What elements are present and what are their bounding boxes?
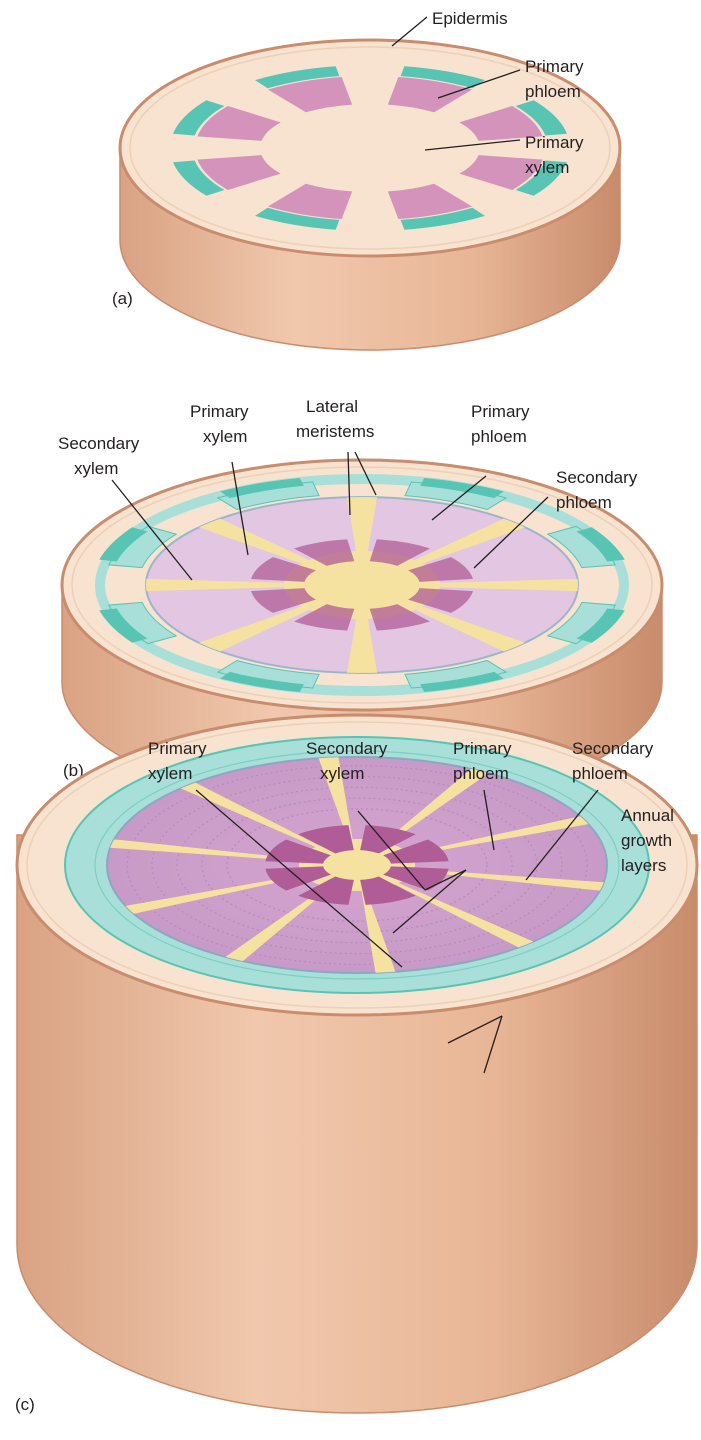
label-primary-phloem-a2: phloem <box>525 82 581 101</box>
label-primary-xylem-c1: Primary <box>148 739 207 758</box>
label-secondary-phloem-c2: phloem <box>572 764 628 783</box>
label-annual-growth-layers-c2: growth <box>621 831 672 850</box>
panel-tag-a: (a) <box>112 289 133 308</box>
label-primary-xylem-c2: xylem <box>148 764 192 783</box>
label-primary-xylem-b2: xylem <box>203 427 247 446</box>
panel-a-young-stem: Epidermis Primary phloem Primary xylem (… <box>112 9 620 350</box>
label-secondary-xylem-c2: xylem <box>320 764 364 783</box>
label-primary-xylem-a1: Primary <box>525 133 584 152</box>
panel-c-mature-woody-stem: Primary xylem Secondary xylem Primary ph… <box>15 715 697 1414</box>
label-secondary-phloem-c1: Secondary <box>572 739 654 758</box>
label-primary-phloem-b2: phloem <box>471 427 527 446</box>
panel-tag-c: (c) <box>15 1395 35 1414</box>
pith-c <box>299 839 415 891</box>
label-secondary-phloem-b1: Secondary <box>556 468 638 487</box>
lateral-meristem-rays-b <box>146 497 578 673</box>
label-lateral-meristems-b1: Lateral <box>306 397 358 416</box>
label-secondary-phloem-b2: phloem <box>556 493 612 512</box>
label-primary-phloem-c1: Primary <box>453 739 512 758</box>
label-primary-xylem-a2: xylem <box>525 158 569 177</box>
label-secondary-xylem-c1: Secondary <box>306 739 388 758</box>
label-primary-phloem-c2: phloem <box>453 764 509 783</box>
label-secondary-xylem-b1: Secondary <box>58 434 140 453</box>
label-primary-phloem-a1: Primary <box>525 57 584 76</box>
label-lateral-meristems-b2: meristems <box>296 422 374 441</box>
label-annual-growth-layers-c3: layers <box>621 856 666 875</box>
label-primary-xylem-b1: Primary <box>190 402 249 421</box>
label-secondary-xylem-b2: xylem <box>74 459 118 478</box>
label-epidermis: Epidermis <box>432 9 508 28</box>
label-primary-phloem-b1: Primary <box>471 402 530 421</box>
label-annual-growth-layers-c1: Annual <box>621 806 674 825</box>
